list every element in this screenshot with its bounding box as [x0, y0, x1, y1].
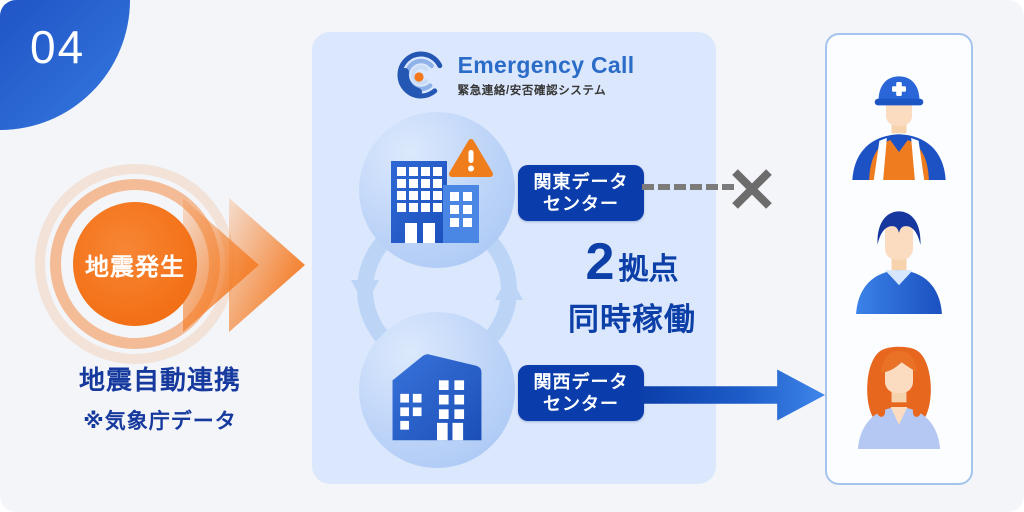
- kansai-datacenter-circle: [359, 312, 515, 468]
- kansai-label-line2: センター: [543, 394, 619, 414]
- logo-title: Emergency Call: [457, 52, 635, 78]
- buildings-alert-icon: [391, 139, 493, 243]
- step-number: 04: [30, 21, 86, 73]
- stat-number: 2: [585, 233, 615, 291]
- kanto-datacenter-label: 関東データ センター: [518, 165, 644, 221]
- warning-icon: [449, 139, 493, 177]
- earthquake-event-label: 地震発生: [85, 253, 185, 281]
- x-mark-icon: [730, 167, 774, 211]
- stat-unit: 拠点: [618, 253, 679, 286]
- kansai-label-line1: 関西データ: [533, 371, 629, 392]
- kansai-datacenter-label: 関西データ センター: [518, 365, 644, 421]
- chevron-arrow-icon: [229, 198, 305, 332]
- emergency-call-logo: Emergency Call 緊急連絡/安否確認システム: [312, 48, 716, 102]
- trigger-caption-note: ※気象庁データ: [83, 410, 237, 433]
- trigger-caption-title: 地震自動連携: [78, 365, 241, 395]
- kanto-label-line1: 関東データ: [533, 171, 629, 192]
- logo-subtitle: 緊急連絡/安否確認システム: [457, 85, 607, 97]
- office-man-avatar-icon: [856, 211, 942, 314]
- earthquake-event-circle: 地震発生: [73, 202, 197, 326]
- stat-line2: 同時稼働: [568, 302, 696, 337]
- quake-ring: [50, 179, 220, 349]
- emergency-call-logo-icon: [397, 51, 445, 99]
- construction-worker-avatar-icon: [852, 76, 946, 180]
- failed-connection-line: [642, 184, 734, 190]
- quake-outer-ring: [35, 164, 235, 364]
- trigger-caption: 地震自動連携 ※気象庁データ: [55, 360, 265, 435]
- kanto-label-line2: センター: [543, 194, 619, 214]
- recipients-panel: [825, 33, 973, 485]
- kanto-datacenter-circle: [359, 112, 515, 268]
- system-panel: Emergency Call 緊急連絡/安否確認システム: [312, 32, 716, 484]
- building-icon: [392, 354, 482, 441]
- office-woman-avatar-icon: [857, 346, 941, 449]
